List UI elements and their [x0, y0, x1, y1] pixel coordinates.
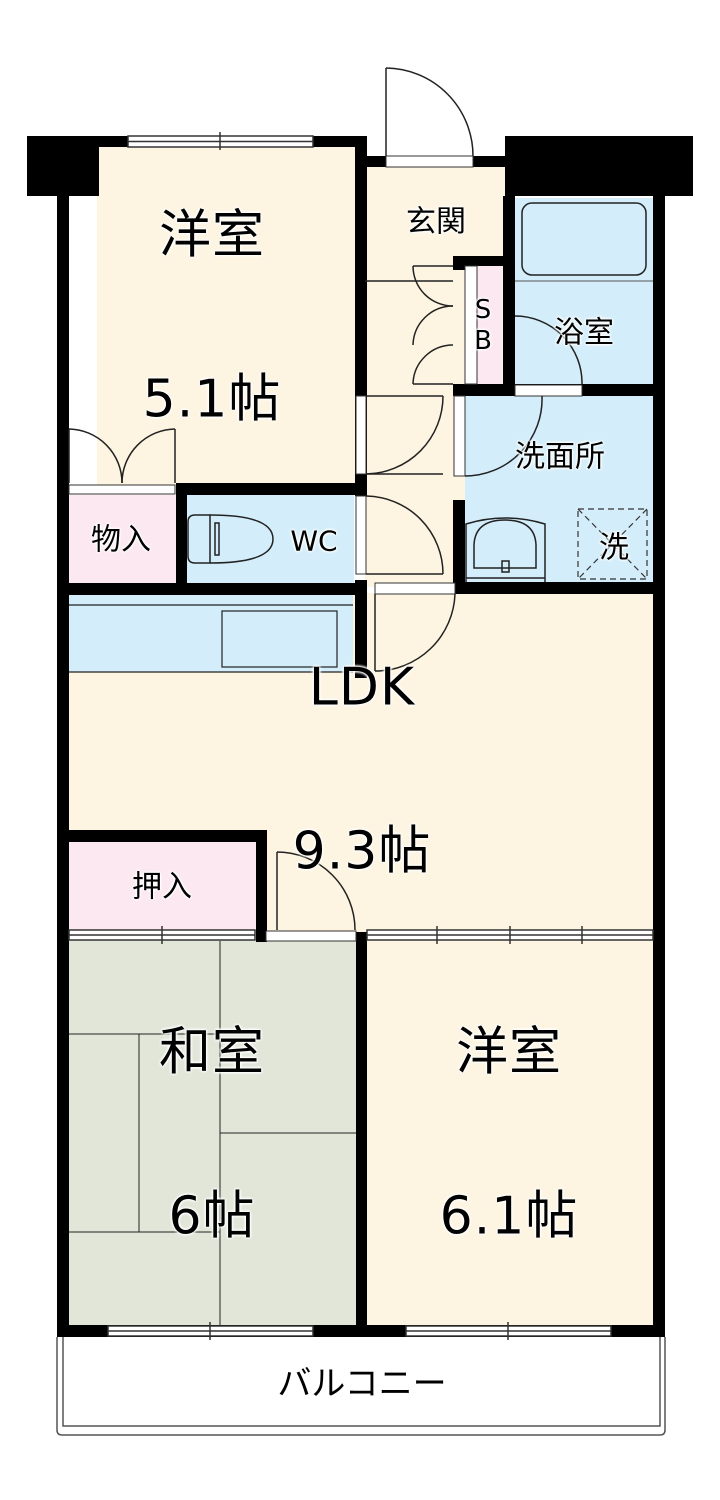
room-label-storage: 物入 [91, 522, 151, 558]
room-label-oshiire: 押入 [132, 869, 192, 905]
room-label-shoe-box: S B [474, 294, 492, 356]
door-gaps [68, 155, 583, 942]
closet-oshiire[interactable] [68, 842, 256, 932]
room-label-toilet: WC [290, 524, 338, 558]
bathtub-icon [521, 202, 647, 276]
room-label-western-north: 洋室 5.1帖 [143, 100, 282, 537]
room-size: 5.1帖 [142, 369, 282, 430]
kitchen-counter [69, 595, 353, 672]
western-room-south[interactable] [366, 940, 653, 1325]
room-size: 9.3帖 [292, 821, 432, 882]
wash-basin-icon [465, 517, 546, 582]
storage-closet[interactable] [68, 495, 176, 583]
room-name: 洋室 [158, 205, 266, 266]
western-room-north[interactable] [97, 146, 357, 486]
room-name: LDK [308, 657, 416, 718]
bathroom[interactable] [515, 198, 653, 384]
toilet-icon [187, 514, 274, 564]
windows [68, 132, 654, 1340]
room-label-entrance: 玄関 [406, 204, 466, 240]
room-size: 6帖 [168, 1186, 256, 1247]
room-size: 6.1帖 [439, 1186, 579, 1247]
room-label-japanese: 和室 6帖 [159, 917, 265, 1354]
room-name: 洋室 [455, 1022, 563, 1083]
room-label-washroom: 洗面所 [515, 439, 605, 475]
balcony-outline [56, 1337, 666, 1436]
tatami-lines [69, 941, 356, 1325]
room-label-ldk: LDK 9.3帖 [293, 552, 432, 989]
room-label-washer: 洗 [599, 530, 629, 566]
door-swings [68, 67, 583, 931]
kitchen-counter-icon [69, 604, 353, 673]
room-name: 和室 [158, 1022, 266, 1083]
room-label-balcony: バルコニー [277, 1364, 447, 1405]
washroom[interactable] [465, 396, 653, 582]
room-label-western-south: 洋室 6.1帖 [440, 917, 579, 1354]
room-label-bathroom: 浴室 [554, 315, 614, 351]
washer-space-icon [577, 508, 648, 580]
